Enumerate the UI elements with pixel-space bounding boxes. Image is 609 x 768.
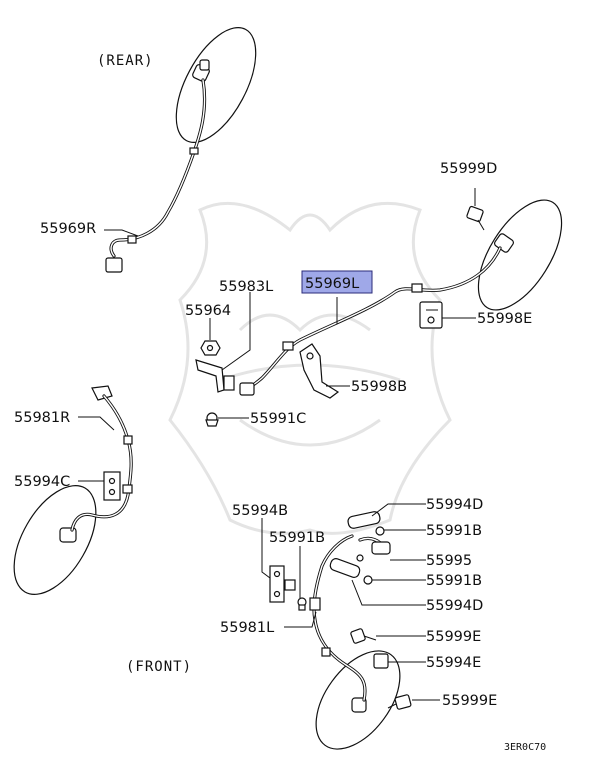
- bracket-55994b[interactable]: [269, 565, 296, 603]
- front-right-speed-sensor[interactable]: [0, 385, 133, 608]
- section-label-front: (FRONT): [126, 659, 192, 675]
- label-55991b-upper[interactable]: 55991B: [426, 523, 482, 539]
- clamp-55995[interactable]: [356, 541, 391, 562]
- label-55981r[interactable]: 55981R: [14, 410, 70, 426]
- label-55994c[interactable]: 55994C: [14, 474, 70, 490]
- nut-55964[interactable]: [200, 340, 221, 356]
- label-55994d-lower[interactable]: 55994D: [426, 598, 483, 614]
- label-55999e-lower[interactable]: 55999E: [442, 693, 497, 709]
- label-55995[interactable]: 55995: [426, 553, 472, 569]
- section-label-rear: (REAR): [97, 53, 154, 69]
- leader-lines: [78, 188, 476, 701]
- bracket-55994e[interactable]: [373, 653, 389, 669]
- rear-left-speed-sensor[interactable]: [239, 187, 578, 396]
- label-55994b[interactable]: 55994B: [232, 503, 288, 519]
- label-55998e[interactable]: 55998E: [477, 311, 532, 327]
- bracket-55983l[interactable]: [195, 359, 235, 393]
- label-55991b-lower[interactable]: 55991B: [269, 530, 325, 546]
- label-55991b-middle[interactable]: 55991B: [426, 573, 482, 589]
- rear-right-speed-sensor[interactable]: [105, 15, 272, 273]
- clip-55994d-lower[interactable]: [329, 557, 361, 579]
- label-55999d[interactable]: 55999D: [440, 161, 497, 177]
- label-55991c[interactable]: 55991C: [250, 411, 306, 427]
- bolt-55991c[interactable]: [205, 412, 219, 427]
- highlighted-part-box: [301, 270, 373, 294]
- bolt-55999e-upper[interactable]: [350, 628, 377, 644]
- bolt-55991b-upper[interactable]: [375, 526, 385, 536]
- label-55994e[interactable]: 55994E: [426, 655, 481, 671]
- label-55969r[interactable]: 55969R: [40, 221, 96, 237]
- label-55969l[interactable]: 55969L: [305, 276, 359, 292]
- bolt-55991b-middle[interactable]: [363, 575, 373, 585]
- front-left-speed-sensor[interactable]: [299, 534, 417, 764]
- bolt-55999e-lower[interactable]: [387, 694, 412, 710]
- label-55994d-upper[interactable]: 55994D: [426, 497, 483, 513]
- label-55981l[interactable]: 55981L: [220, 620, 274, 636]
- label-55964[interactable]: 55964: [185, 303, 231, 319]
- label-55999e-upper[interactable]: 55999E: [426, 629, 481, 645]
- diagram-code: 3ER0C70: [504, 742, 546, 753]
- bracket-55998b[interactable]: [299, 343, 340, 399]
- bolt-55999d[interactable]: [466, 205, 485, 231]
- label-55998b[interactable]: 55998B: [351, 379, 407, 395]
- bracket-55998e[interactable]: [419, 301, 443, 329]
- label-55983l[interactable]: 55983L: [219, 279, 273, 295]
- bracket-55994c[interactable]: [103, 471, 121, 501]
- bolt-55991b-lower[interactable]: [297, 597, 307, 611]
